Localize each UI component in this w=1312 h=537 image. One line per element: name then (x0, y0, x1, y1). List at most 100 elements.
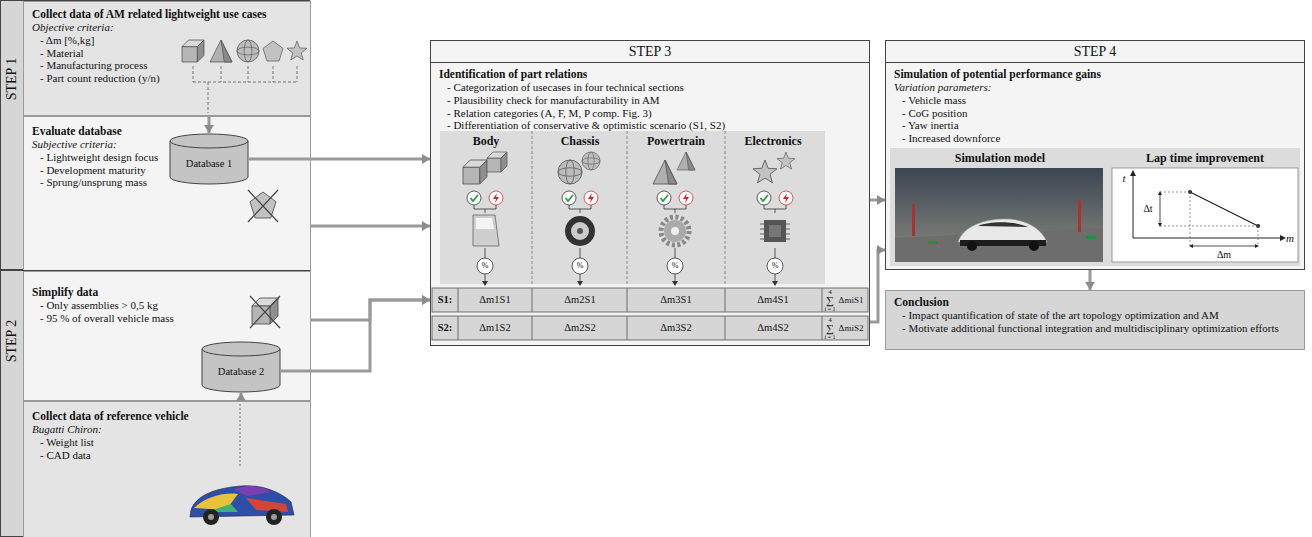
sum-limit: i = 1 (824, 334, 835, 340)
step-title: STEP 1 (4, 58, 20, 101)
part-relation-band (582, 152, 600, 170)
step1-icons (210, 40, 232, 62)
flow-arrow (204, 116, 214, 133)
scenario-rows (432, 288, 868, 312)
step-title: STEP 2 (4, 320, 20, 363)
connector-line (1089, 270, 1092, 290)
part-relation-band (760, 224, 790, 239)
simulation-band (1133, 174, 1282, 238)
percent-symbol: % (577, 262, 584, 270)
database-label: Database 2 (201, 341, 281, 378)
simulation-band (895, 168, 1103, 262)
sum-symbol: ∑ (826, 295, 834, 306)
conclusion-box: Conclusion- Impact quantification of sta… (885, 290, 1305, 350)
process-box: Collect data of reference vehicleBugatti… (23, 401, 311, 537)
part-relation-band (661, 217, 689, 245)
bullet-text: - Weight list (32, 436, 302, 449)
simulation-band (928, 241, 938, 244)
flow-arrow (1085, 270, 1095, 290)
simulation-band (978, 222, 1028, 227)
bullet-text: - Development maturity (32, 164, 302, 177)
column-heading: Electronics (744, 135, 801, 147)
connector-line (281, 300, 430, 371)
part-relation-band (577, 228, 583, 234)
reference-car (208, 514, 214, 520)
part-relation-band (653, 152, 695, 286)
criteria-heading: Bugatti Chiron: (32, 423, 302, 436)
step-title: STEP 3 (431, 41, 869, 63)
step1-icons (237, 40, 259, 62)
part-relation-band (769, 225, 781, 237)
reference-car (190, 486, 294, 517)
flow-arrow (236, 393, 246, 401)
arrow-head (422, 221, 430, 231)
bullet-text: - Plausibility check for manufacturabili… (439, 94, 861, 107)
part-relation-band (753, 152, 795, 286)
part-relation-band (757, 191, 793, 286)
simulation-band (960, 240, 1046, 246)
step-title: STEP 4 (886, 41, 1304, 63)
step-panel: STEP 1Collect data of AM related lightwe… (0, 0, 310, 270)
box-heading: Simulation of potential performance gain… (894, 68, 1296, 81)
database-cylinder: Database 2 (201, 341, 281, 393)
mass-sum: ΔmiS2 (839, 324, 864, 333)
reference-car (234, 486, 271, 496)
reference-car (203, 509, 219, 525)
scenario-rows (432, 288, 868, 340)
flow-arrow (870, 245, 885, 322)
bullet-text: - Vehicle mass (894, 94, 1296, 107)
part-relation-band (487, 152, 507, 172)
criteria-heading: Subjective criteria: (32, 138, 302, 151)
simulation-band (1190, 192, 1258, 226)
step1-icons (182, 40, 307, 113)
part-relation-band (463, 152, 507, 286)
discarded-use-case-icon (250, 192, 276, 218)
simulation-band (912, 204, 915, 236)
part-relation-band (463, 160, 487, 184)
part-relation-band (532, 131, 725, 284)
part-relation-band (473, 215, 499, 246)
process-box: Evaluate databaseSubjective criteria:- L… (23, 116, 311, 271)
simulation-band (1160, 194, 1256, 246)
scenario-rows (458, 288, 822, 340)
arrow-head (1085, 282, 1095, 290)
mass-delta: Δm2S2 (564, 323, 595, 334)
mass-delta: Δm3S1 (660, 295, 691, 306)
simulation-band (890, 148, 1300, 266)
part-relation-band (467, 191, 503, 286)
mass-delta: Δm2S1 (564, 295, 595, 306)
part-relation-band (565, 216, 595, 246)
simulation-band (1130, 170, 1136, 176)
mass-delta: Δm1S1 (479, 295, 510, 306)
reference-car (190, 402, 294, 525)
box-heading: Simplify data (32, 286, 302, 299)
simulation-band (1280, 235, 1286, 241)
flow-arrow (249, 154, 430, 164)
connector-line (870, 250, 885, 322)
bullet-text: - Δm [%,kg] (32, 34, 302, 47)
part-relation-band (777, 152, 795, 169)
database-label: Database 1 (169, 133, 249, 170)
part-relation-band (571, 222, 589, 240)
flow-arrow (311, 221, 430, 231)
bullet-text: - Manufacturing process (32, 59, 302, 72)
part-relation-band (440, 131, 825, 286)
part-relation-band (677, 152, 695, 170)
scenario-label: S2: (438, 323, 453, 334)
step1-icons (182, 40, 204, 62)
discarded-part-icon (250, 296, 280, 328)
mass-delta: Δm4S1 (757, 295, 788, 306)
part-relation-band (657, 191, 693, 286)
step1-icons (193, 66, 297, 113)
connector-line (870, 199, 885, 202)
arrow-head (422, 295, 430, 305)
simulation-band (1029, 241, 1039, 251)
box-heading: Evaluate database (32, 125, 302, 138)
arrow-head (422, 154, 430, 164)
discarded-part-icon (250, 296, 280, 328)
box-heading: Collect data of reference vehicle (32, 410, 302, 423)
bullet-text: - 95 % of overall vehicle mass (32, 312, 302, 325)
reference-car (266, 509, 282, 525)
